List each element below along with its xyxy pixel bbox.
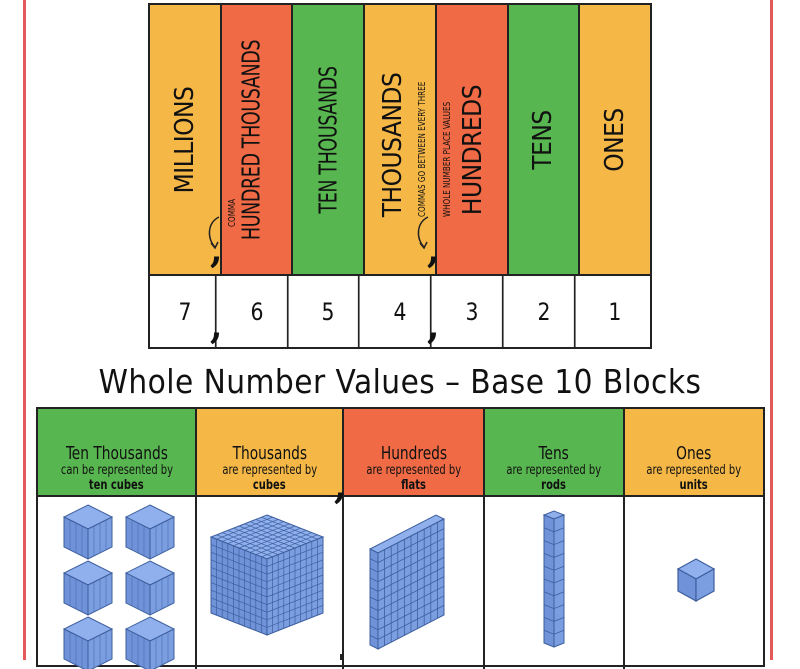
cell-ten-cubes bbox=[38, 497, 197, 669]
comma-arrow-icon bbox=[417, 216, 429, 250]
header-ten-thousands: Ten Thousands can be represented by ten … bbox=[38, 409, 197, 495]
column-label: TEN THOUSANDS bbox=[313, 65, 343, 214]
ten-rod-icon bbox=[542, 510, 566, 648]
whole-number-note: WHOLE NUMBER PLACE VALUES bbox=[441, 101, 453, 217]
header-hundreds: Hundreds are represented by flats bbox=[344, 409, 485, 495]
represented-by-text: are represented by bbox=[366, 463, 461, 478]
represented-by-text: are represented by bbox=[222, 463, 317, 478]
section-title: Whole Number Values – Base 10 Blocks bbox=[98, 362, 702, 401]
block-name: flats bbox=[401, 478, 426, 493]
thousand-cube-icon bbox=[209, 514, 325, 636]
comma-mark: , bbox=[210, 305, 223, 347]
ten-cubes-icon bbox=[63, 504, 175, 669]
comma-guide-line bbox=[340, 654, 342, 660]
comma-mark: , bbox=[427, 229, 440, 271]
comma-mark: , bbox=[427, 305, 440, 347]
column-label: TENS bbox=[528, 109, 559, 170]
digit-ones: 1 bbox=[608, 297, 622, 326]
place-value-digit-row: 7 6 5 4 3 2 1 bbox=[150, 274, 650, 347]
column-label: MILLIONS bbox=[169, 86, 200, 193]
represented-by-text: can be represented by bbox=[60, 463, 173, 478]
place-name: Ones bbox=[676, 443, 712, 464]
cell-flat bbox=[344, 497, 485, 669]
commas-note: COMMAS GO BETWEEN EVERY THREE bbox=[417, 81, 429, 218]
column-ones: ONES bbox=[580, 5, 651, 274]
one-unit-icon bbox=[676, 558, 716, 603]
column-hundreds: WHOLE NUMBER PLACE VALUES HUNDREDS bbox=[436, 5, 509, 274]
digit-ten-thousands: 5 bbox=[299, 276, 360, 347]
comma-mark: , bbox=[334, 465, 347, 507]
place-value-header-row: MILLIONS HUNDRED THOUSANDS COMMA TEN THO… bbox=[150, 5, 651, 274]
place-name: Tens bbox=[538, 443, 570, 464]
place-name: Ten Thousands bbox=[65, 443, 168, 464]
digit-hundreds: 3 bbox=[442, 276, 504, 347]
base10-blocks-table: Ten Thousands can be represented by ten … bbox=[36, 407, 765, 669]
column-label: THOUSANDS bbox=[378, 72, 409, 218]
block-name: rods bbox=[541, 478, 567, 493]
cell-unit bbox=[625, 497, 763, 669]
represented-by-text: are represented by bbox=[506, 463, 602, 478]
column-hundred-thousands: HUNDRED THOUSANDS COMMA bbox=[221, 5, 294, 274]
column-label: ONES bbox=[600, 107, 631, 172]
place-value-chart: MILLIONS HUNDRED THOUSANDS COMMA TEN THO… bbox=[148, 3, 652, 349]
digit-millions: 7 bbox=[155, 276, 217, 347]
place-name: Thousands bbox=[232, 443, 307, 464]
digit-hundred-thousands: 6 bbox=[227, 276, 289, 347]
block-name: ten cubes bbox=[89, 478, 144, 493]
digit-thousands: 4 bbox=[371, 276, 432, 347]
cell-cube bbox=[197, 497, 344, 669]
comma-arrow-icon bbox=[208, 216, 220, 250]
column-label: HUNDREDS bbox=[458, 85, 489, 216]
header-tens: Tens are represented by rods bbox=[485, 409, 625, 495]
digit-tens: 2 bbox=[514, 276, 575, 347]
frame-border-right bbox=[770, 0, 773, 660]
block-name: units bbox=[679, 478, 709, 493]
cell-rod bbox=[485, 497, 625, 669]
column-label: HUNDRED THOUSANDS bbox=[236, 39, 266, 240]
base10-header-row: Ten Thousands can be represented by ten … bbox=[38, 409, 763, 497]
hundred-flat-icon bbox=[368, 514, 446, 650]
column-ten-thousands: TEN THOUSANDS bbox=[293, 5, 366, 274]
base10-image-row bbox=[38, 497, 763, 669]
block-name: cubes bbox=[253, 478, 286, 493]
represented-by-text: are represented by bbox=[646, 463, 742, 478]
column-tens: TENS bbox=[508, 5, 581, 274]
comma-mark: , bbox=[210, 229, 223, 271]
place-name: Hundreds bbox=[380, 443, 447, 464]
header-ones: Ones are represented by units bbox=[625, 409, 763, 495]
column-millions: MILLIONS bbox=[150, 5, 222, 274]
header-thousands: Thousands are represented by cubes bbox=[197, 409, 344, 495]
column-thousands: THOUSANDS COMMAS GO BETWEEN EVERY THREE bbox=[365, 5, 437, 274]
frame-border-left bbox=[23, 0, 26, 660]
